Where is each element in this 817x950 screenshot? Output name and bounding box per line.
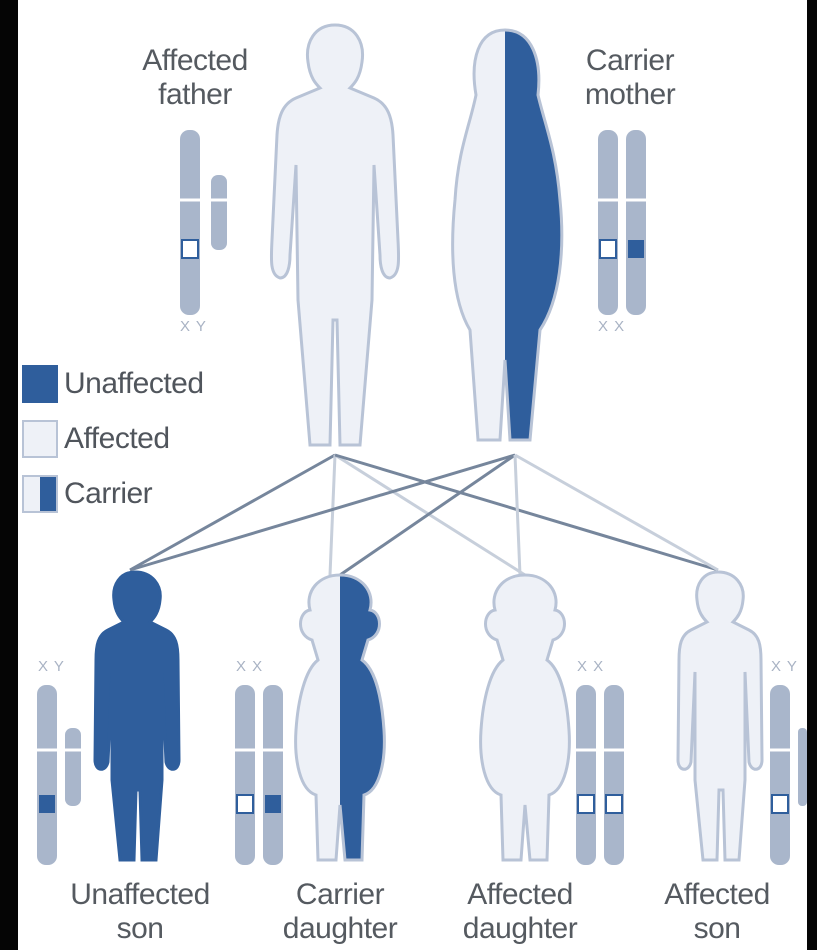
father-figure bbox=[271, 25, 398, 445]
affected-son-chromosome-labels: X Y bbox=[771, 658, 798, 675]
mother-label: Carrier mother bbox=[555, 44, 705, 112]
mother-label-line1: Carrier bbox=[555, 44, 705, 78]
inheritance-lines bbox=[130, 455, 718, 575]
mother-label-line2: mother bbox=[555, 78, 705, 112]
child-label-line1: Affected bbox=[435, 878, 605, 912]
legend-swatch-light bbox=[22, 420, 58, 458]
legend-label: Affected bbox=[64, 422, 170, 456]
father-chromosomes bbox=[180, 130, 227, 315]
father-label-line2: father bbox=[120, 78, 270, 112]
child-label-line2: daughter bbox=[255, 912, 425, 946]
child-label-line1: Affected bbox=[632, 878, 802, 912]
child-label-line2: son bbox=[55, 912, 225, 946]
affected-daughter-figure bbox=[481, 575, 570, 860]
unaffected-son-chromosome-labels: X Y bbox=[38, 658, 65, 675]
affected-son-label: Affected son bbox=[632, 878, 802, 946]
affected-daughter-chromosome-labels: X X bbox=[577, 658, 604, 675]
carrier-daughter-chromosome-labels: X X bbox=[236, 658, 263, 675]
child-label-line1: Carrier bbox=[255, 878, 425, 912]
legend-item-affected: Affected bbox=[22, 419, 170, 459]
carrier-daughter-chromosomes bbox=[235, 685, 283, 865]
mother-chromosome-labels: X X bbox=[598, 318, 625, 335]
father-label: Affected father bbox=[120, 44, 270, 112]
child-label-line1: Unaffected bbox=[55, 878, 225, 912]
legend-item-unaffected: Unaffected bbox=[22, 364, 204, 404]
carrier-daughter-label: Carrier daughter bbox=[255, 878, 425, 946]
legend-label: Carrier bbox=[64, 477, 152, 511]
legend-swatch-dark bbox=[22, 365, 58, 403]
affected-son-chromosomes bbox=[770, 685, 807, 865]
legend-swatch-half bbox=[22, 475, 58, 513]
affected-daughter-label: Affected daughter bbox=[435, 878, 605, 946]
legend-item-carrier: Carrier bbox=[22, 474, 152, 514]
child-label-line2: son bbox=[632, 912, 802, 946]
unaffected-son-label: Unaffected son bbox=[55, 878, 225, 946]
father-label-line1: Affected bbox=[120, 44, 270, 78]
carrier-daughter-figure bbox=[290, 570, 390, 865]
unaffected-son-chromosomes bbox=[37, 685, 81, 865]
affected-son-figure bbox=[678, 572, 762, 860]
mother-chromosomes bbox=[598, 130, 646, 315]
father-chromosome-labels: X Y bbox=[180, 318, 207, 335]
affected-daughter-chromosomes bbox=[576, 685, 624, 865]
unaffected-son-figure bbox=[95, 572, 179, 860]
legend-label: Unaffected bbox=[64, 367, 204, 401]
child-label-line2: daughter bbox=[435, 912, 605, 946]
